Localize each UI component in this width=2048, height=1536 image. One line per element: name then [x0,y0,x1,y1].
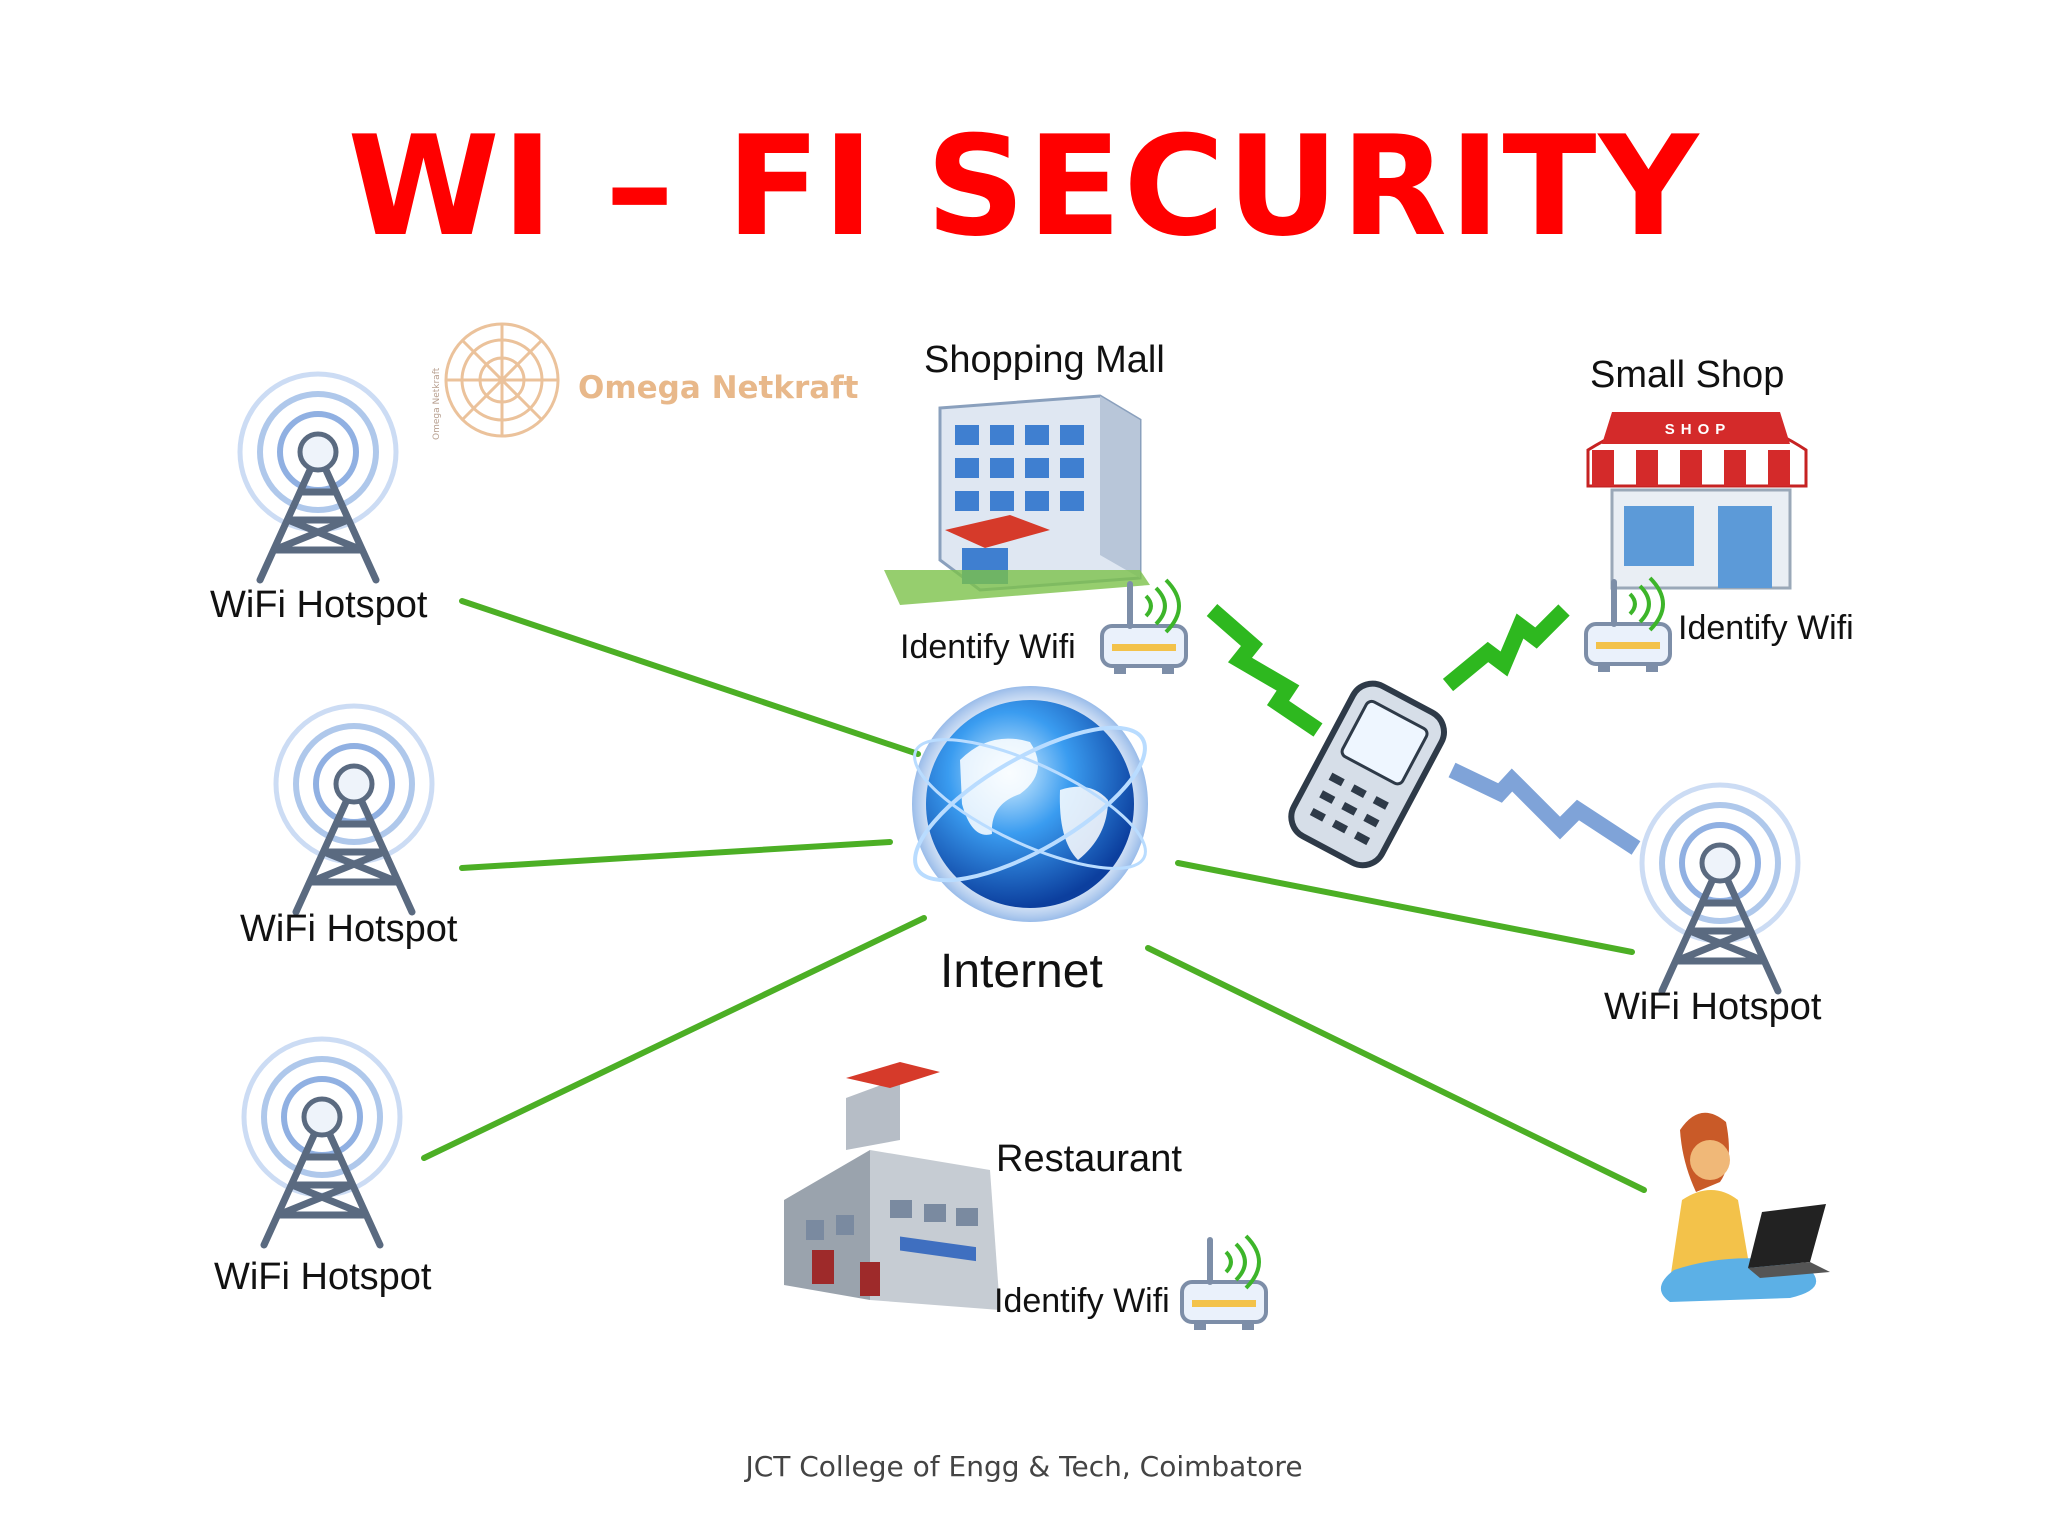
watermark-vertical-text: Omega Netkraft [432,367,442,440]
shop-sign: SHOP [1665,421,1732,438]
signal-shop-to-phone [1442,604,1570,692]
hotspot-tower-icon-4 [1642,785,1798,991]
label-restaurant: Restaurant [996,1138,1182,1180]
link-hotspot-2 [459,839,893,871]
hotspot-tower-icon-1 [240,374,396,580]
link-laptop-user [1145,945,1647,1193]
label-hotspot-1: WiFi Hotspot [210,584,428,626]
connection-lines [421,598,1647,1193]
internet-globe-icon [912,686,1148,922]
link-hotspot-1 [459,598,921,757]
label-restaurant-identify-wifi: Identify Wifi [994,1282,1170,1320]
label-hotspot-4: WiFi Hotspot [1604,986,1822,1028]
footer-text: JCT College of Engg & Tech, Coimbatore [745,1450,1303,1483]
label-internet: Internet [940,945,1103,998]
shopping-mall-building-icon [884,394,1150,605]
small-shop-icon [1586,412,1808,590]
label-hotspot-3: WiFi Hotspot [214,1256,432,1298]
web-logo-icon [444,322,560,438]
router-icon-shop [1586,578,1670,672]
router-icon-mall [1102,580,1186,674]
label-mall-identify-wifi: Identify Wifi [900,628,1076,666]
hotspot-tower-icon-3 [244,1039,400,1245]
hotspot-tower-icon-2 [276,706,432,912]
watermark-text: Omega Netkraft [578,370,859,406]
restaurant-building-icon [784,1062,1000,1310]
laptop-user-icon [1660,1112,1830,1302]
label-small-shop: Small Shop [1590,354,1785,396]
page-title: WI – FI SECURITY [347,106,1701,267]
mobile-phone-icon [1288,680,1447,869]
link-hotspot-4 [1175,860,1635,955]
signal-hotspot-to-phone [1448,762,1641,855]
signal-mall-to-phone [1206,603,1323,737]
link-hotspot-3 [421,915,927,1161]
label-hotspot-2: WiFi Hotspot [240,908,458,950]
label-shop-identify-wifi: Identify Wifi [1678,609,1854,647]
router-icon-restaurant [1182,1236,1266,1330]
label-shopping-mall: Shopping Mall [924,339,1165,381]
